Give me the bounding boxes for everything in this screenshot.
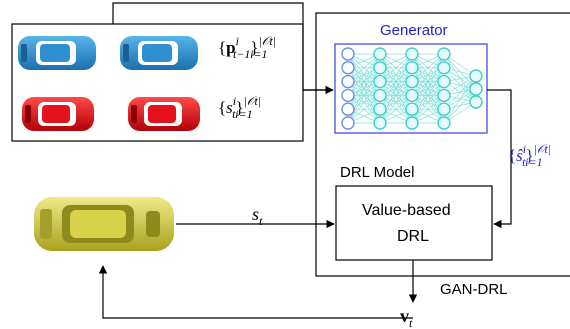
gan-drl-label: GAN-DRL xyxy=(440,281,508,298)
drl-model-label: DRL Model xyxy=(340,164,415,181)
network-edge xyxy=(379,53,413,96)
network-node xyxy=(405,61,419,75)
action-label: vt xyxy=(400,306,413,329)
network-edge xyxy=(411,53,445,110)
network-node xyxy=(373,88,387,103)
network-node xyxy=(373,47,387,61)
ego-state-label: st xyxy=(252,204,263,228)
network-node xyxy=(373,74,387,89)
network-node xyxy=(341,116,355,130)
positions-equation: {pit−1}|𝒪t|i=1 xyxy=(218,34,277,61)
network-node xyxy=(437,102,451,116)
network-edge xyxy=(379,67,413,124)
gan-drl-box xyxy=(315,12,570,277)
network-node xyxy=(437,74,451,89)
network-edge xyxy=(347,53,381,82)
network-edge xyxy=(347,81,381,124)
network-node xyxy=(437,47,451,61)
neural-network-icon xyxy=(341,47,483,130)
network-edge xyxy=(443,75,477,124)
network-node xyxy=(469,95,483,109)
network-edge xyxy=(347,53,381,110)
network-edge xyxy=(379,53,413,110)
action-feedback-arrow xyxy=(98,265,413,319)
yellow-car-icon xyxy=(34,197,174,251)
network-node xyxy=(405,47,419,61)
network-edge xyxy=(443,88,477,124)
network-node xyxy=(469,82,483,96)
generated-states-arrow xyxy=(487,89,512,229)
generator-box xyxy=(334,43,488,134)
generator-label: Generator xyxy=(380,22,448,39)
network-edge xyxy=(411,53,445,96)
network-edge xyxy=(411,81,445,124)
network-node xyxy=(341,88,355,103)
blue-car-icon xyxy=(120,36,198,70)
network-node xyxy=(437,88,451,103)
red-car-icon xyxy=(128,97,200,131)
network-edge xyxy=(379,81,413,124)
network-node xyxy=(405,102,419,116)
network-node xyxy=(373,102,387,116)
network-node xyxy=(405,116,419,130)
network-edge xyxy=(411,95,445,124)
network-edge xyxy=(443,67,477,103)
network-edge xyxy=(379,53,413,82)
network-node xyxy=(437,61,451,75)
network-node xyxy=(341,74,355,89)
states-equation: {sit}|𝒪t|i=1 xyxy=(218,94,262,121)
network-node xyxy=(373,61,387,75)
network-node xyxy=(437,116,451,130)
network-node xyxy=(405,74,419,89)
network-node xyxy=(373,116,387,130)
red-car-icon xyxy=(22,97,94,131)
network-edge xyxy=(347,53,381,96)
network-edge xyxy=(347,95,381,124)
network-node xyxy=(341,61,355,75)
network-edge xyxy=(443,75,477,110)
network-node xyxy=(469,69,483,83)
network-node xyxy=(341,47,355,61)
network-node xyxy=(405,88,419,103)
generated-states-equation: {ŝit}|𝒪t|i=1 xyxy=(508,142,552,169)
network-edge xyxy=(411,53,445,82)
drl-box xyxy=(335,185,493,261)
drl-box-line1: Value-based xyxy=(362,202,451,219)
network-node xyxy=(341,102,355,116)
drl-box-line2: DRL xyxy=(397,228,430,245)
network-edge xyxy=(443,53,477,90)
network-edge xyxy=(411,67,445,124)
network-edge xyxy=(379,95,413,124)
blue-car-icon xyxy=(18,36,96,70)
network-edge xyxy=(347,67,381,124)
